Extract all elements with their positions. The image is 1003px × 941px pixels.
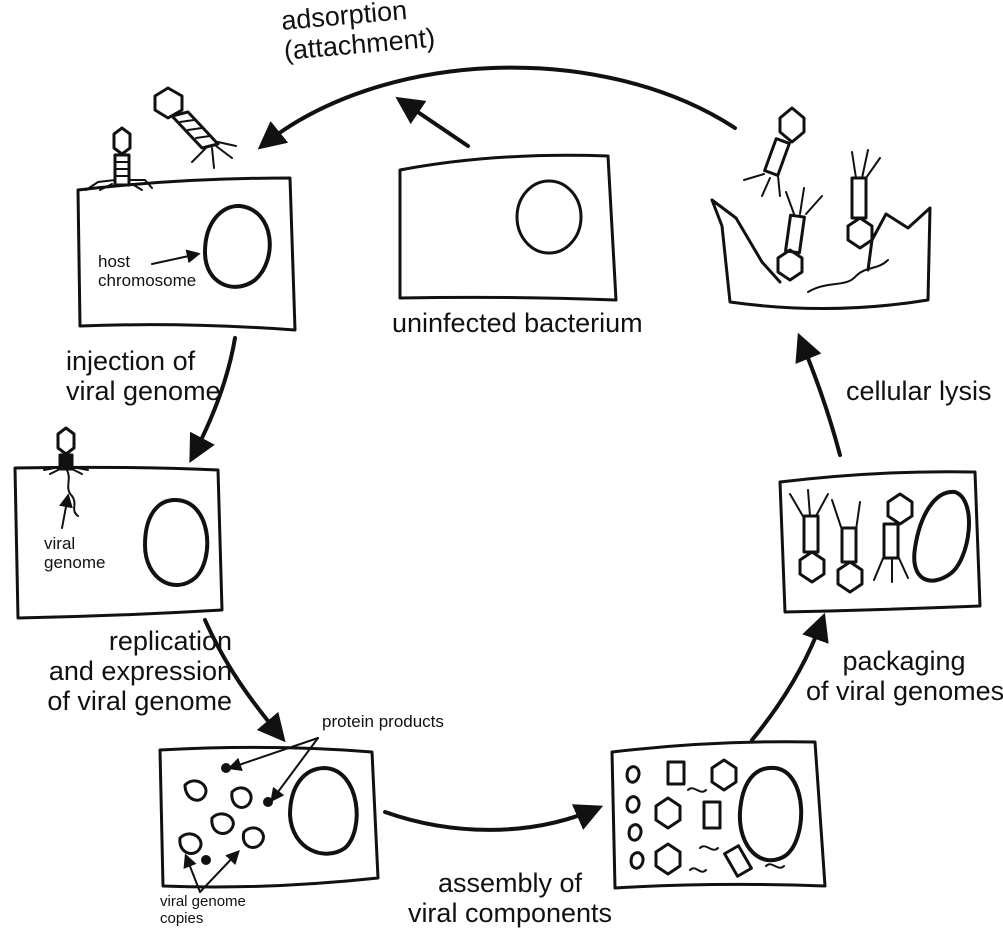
uninfected-to-adsorption-arrow xyxy=(400,100,468,146)
assembly-arrow xyxy=(385,808,598,830)
protein-pointer xyxy=(230,738,318,768)
viral-genome-label: viral genome xyxy=(44,534,105,572)
packaging-chromosome xyxy=(914,492,969,581)
assembly-label: assembly of viral components xyxy=(400,868,620,928)
replication-label: replication and expression of viral geno… xyxy=(22,626,232,717)
attached-phage-head xyxy=(114,128,130,154)
released-phage-head xyxy=(778,250,802,280)
capsid-part xyxy=(712,760,736,790)
genome-copy xyxy=(243,828,263,848)
packaged-phage-head xyxy=(838,562,862,592)
packaged-phage-head xyxy=(888,494,912,524)
genome-copy xyxy=(185,781,206,800)
injection-label: injection of viral genome xyxy=(66,346,221,406)
assembly-chromosome xyxy=(740,768,801,860)
host-chromosome xyxy=(205,206,270,287)
released-phage-head xyxy=(780,108,804,142)
head-part xyxy=(627,767,639,782)
uninfected-chromosome xyxy=(517,181,581,253)
replication-chromosome xyxy=(290,768,357,854)
head-part xyxy=(631,853,643,868)
tail-part xyxy=(704,802,720,828)
protein-dot xyxy=(201,855,211,865)
packaged-phage-head xyxy=(800,552,824,582)
viral-genome-pointer xyxy=(62,496,68,528)
tail-part xyxy=(668,762,684,784)
head-part xyxy=(629,825,641,840)
viral-genome-copies-label: viral genome copies xyxy=(160,894,246,928)
cellular-lysis-label: cellular lysis xyxy=(846,376,992,406)
injecting-phage-head xyxy=(58,428,74,454)
packaging-label: packaging of viral genomes xyxy=(806,646,1002,706)
capsid-part xyxy=(656,798,680,828)
genome-copy xyxy=(212,814,233,834)
released-phage-head xyxy=(848,218,872,248)
injected-viral-genome xyxy=(67,470,78,516)
protein-dot xyxy=(263,797,273,807)
injection-chromosome xyxy=(145,500,207,585)
host-chromosome-label: host chromosome xyxy=(98,252,196,290)
uninfected-bacterium-label: uninfected bacterium xyxy=(392,308,643,338)
adsorption-arrow xyxy=(262,68,735,146)
protein-products-label: protein products xyxy=(322,712,444,731)
head-part xyxy=(627,797,639,812)
genome-copy xyxy=(180,834,201,854)
protein-dot xyxy=(221,763,231,773)
genome-copy xyxy=(232,788,251,808)
lysed-cell xyxy=(712,200,930,309)
uninfected-bacterium-cell xyxy=(400,155,616,300)
capsid-part xyxy=(656,844,680,874)
replication-cell xyxy=(160,747,378,887)
lysis-arrow xyxy=(800,338,840,455)
tail-part xyxy=(725,846,752,877)
